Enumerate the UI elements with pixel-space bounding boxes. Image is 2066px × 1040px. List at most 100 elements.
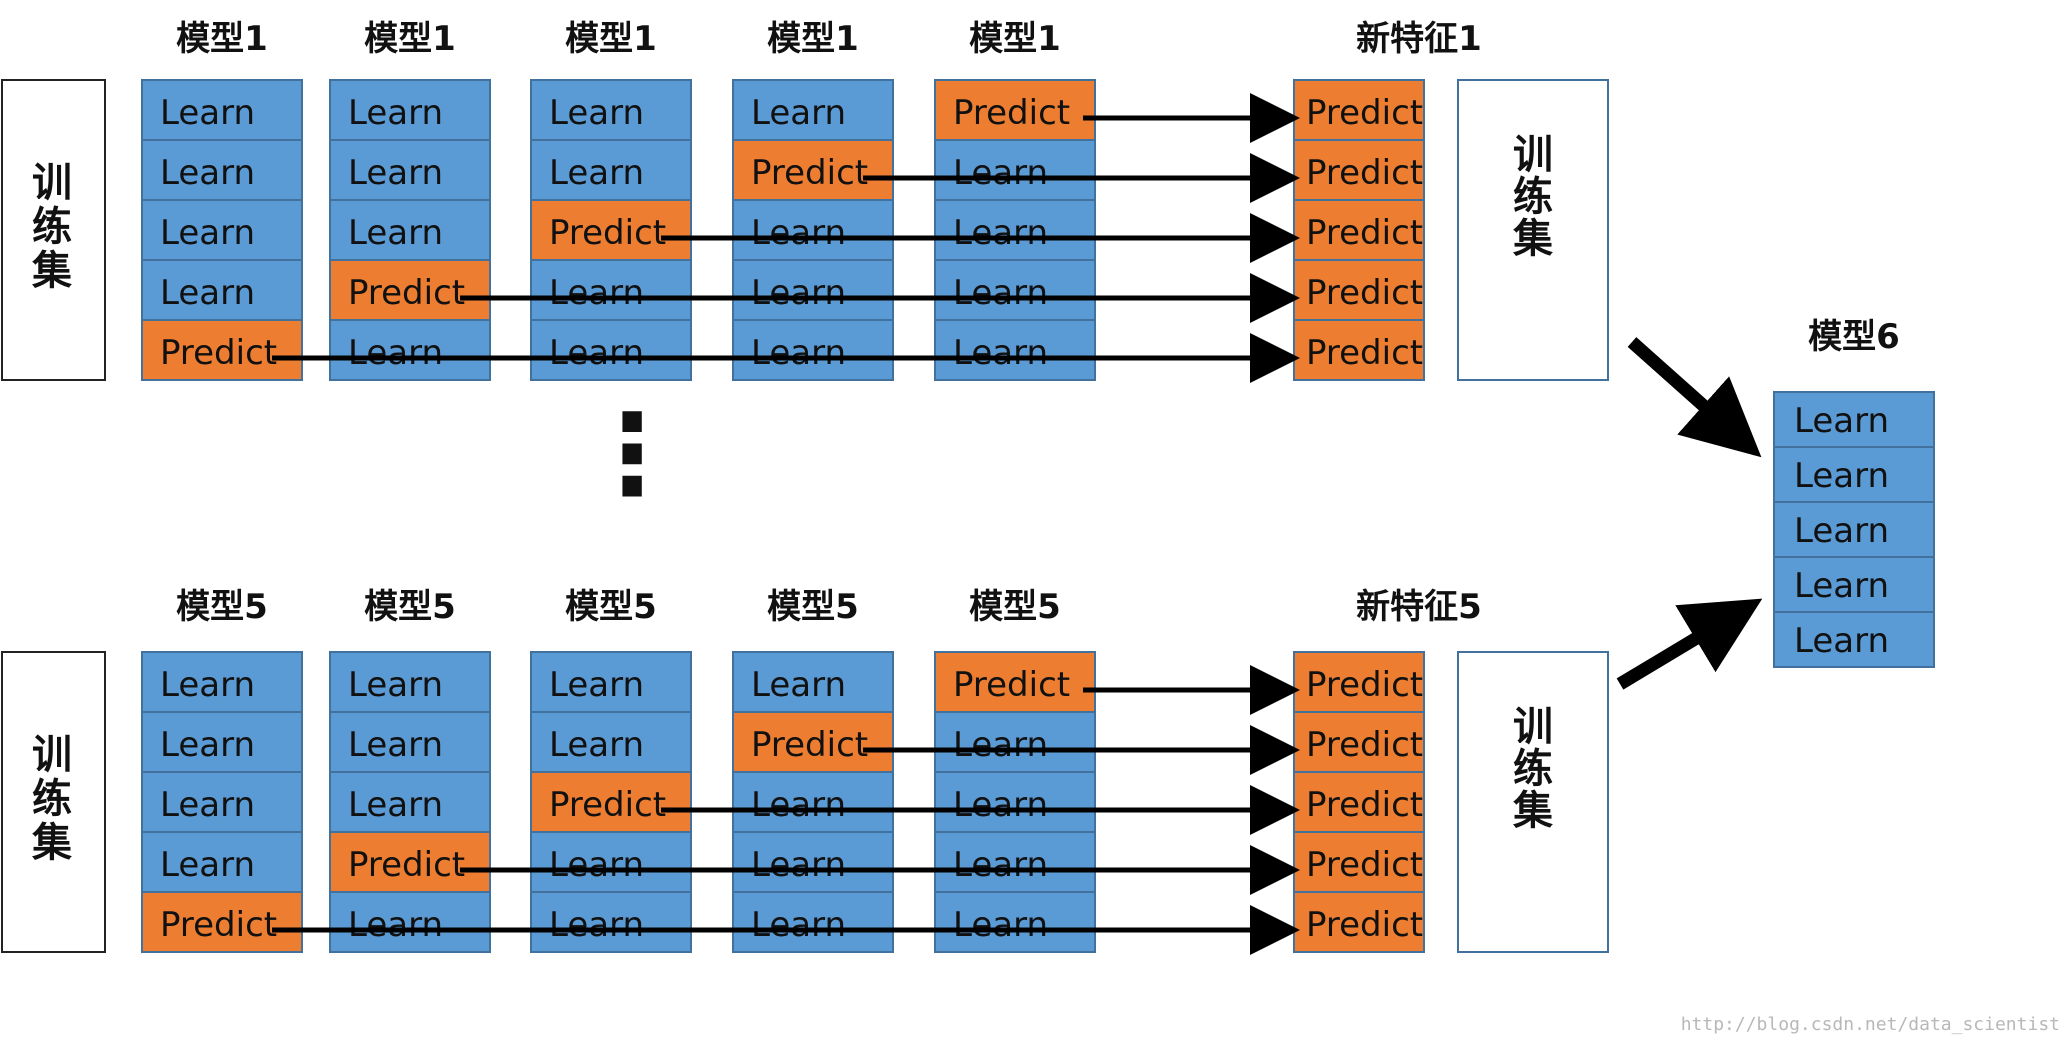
final-cell-label: Learn xyxy=(1794,456,1889,496)
arrow-block1-to-model6 xyxy=(1627,337,1762,458)
feature-cell-label: Predict xyxy=(1306,845,1423,885)
cell-label: Predict xyxy=(953,665,1070,705)
feature-training-set-label-char: 训 xyxy=(1513,704,1553,750)
model-header: 模型1 xyxy=(364,19,456,59)
cell-label: Predict xyxy=(549,785,666,825)
predict-cell xyxy=(732,711,894,773)
predict-cell xyxy=(530,199,692,261)
learn-cell xyxy=(732,319,894,381)
cell-label: Learn xyxy=(549,153,644,193)
feature-training-set-label-char: 练 xyxy=(1513,174,1553,220)
feature-cell-label: Predict xyxy=(1306,213,1423,253)
cell-label: Learn xyxy=(751,785,846,825)
feature-predict-cell xyxy=(1293,711,1425,773)
cell-label: Learn xyxy=(160,213,255,253)
feature-cell-label: Predict xyxy=(1306,333,1423,373)
predict-cell xyxy=(732,139,894,201)
learn-cell xyxy=(934,771,1096,833)
feature-cell-label: Predict xyxy=(1306,93,1423,133)
feature-cell-label: Predict xyxy=(1306,905,1423,945)
learn-cell xyxy=(1773,446,1935,503)
predict-cell xyxy=(329,259,491,321)
cell-label: Predict xyxy=(160,333,277,373)
cell-label: Predict xyxy=(348,845,465,885)
final-cell-label: Learn xyxy=(1794,401,1889,441)
cell-label: Predict xyxy=(160,905,277,945)
cell-label: Learn xyxy=(953,845,1048,885)
learn-cell xyxy=(329,711,491,773)
final-cell-label: Learn xyxy=(1794,621,1889,661)
cell-label: Learn xyxy=(549,273,644,313)
learn-cell xyxy=(732,259,894,321)
learn-cell xyxy=(141,199,303,261)
learn-cell xyxy=(530,831,692,893)
learn-cell xyxy=(1773,501,1935,558)
cell-label: Predict xyxy=(953,93,1070,133)
training-set-label-char: 练 xyxy=(32,204,72,250)
feature-cell-label: Predict xyxy=(1306,153,1423,193)
final-cell-label: Learn xyxy=(1794,511,1889,551)
model-header: 模型5 xyxy=(969,587,1061,627)
feature-cell-label: Predict xyxy=(1306,273,1423,313)
feature-training-set-label-char: 练 xyxy=(1513,746,1553,792)
learn-cell xyxy=(732,891,894,953)
learn-cell xyxy=(329,771,491,833)
learn-cell xyxy=(934,711,1096,773)
block-model-5: 训练集模型5LearnLearnLearnLearnPredict模型5Lear… xyxy=(1,587,1609,955)
cell-label: Learn xyxy=(751,93,846,133)
learn-cell xyxy=(329,319,491,381)
learn-cell xyxy=(141,651,303,713)
cell-label: Learn xyxy=(549,665,644,705)
cell-label: Learn xyxy=(549,845,644,885)
watermark: http://blog.csdn.net/data_scientist xyxy=(1681,1014,2060,1035)
predict-cell xyxy=(141,319,303,381)
learn-cell xyxy=(329,651,491,713)
learn-cell xyxy=(732,831,894,893)
learn-cell xyxy=(1773,391,1935,448)
learn-cell xyxy=(934,831,1096,893)
cell-label: Learn xyxy=(953,153,1048,193)
learn-cell xyxy=(329,891,491,953)
final-cell-label: Learn xyxy=(1794,566,1889,606)
cell-label: Learn xyxy=(953,213,1048,253)
predict-cell xyxy=(141,891,303,953)
cell-label: Learn xyxy=(160,665,255,705)
predict-cell xyxy=(329,831,491,893)
feature-predict-cell xyxy=(1293,199,1425,261)
model-header: 模型1 xyxy=(565,19,657,59)
cell-label: Learn xyxy=(953,273,1048,313)
cell-label: Learn xyxy=(549,93,644,133)
cell-label: Learn xyxy=(751,905,846,945)
learn-cell xyxy=(1773,611,1935,668)
model-header: 模型5 xyxy=(364,587,456,627)
feature-predict-cell xyxy=(1293,651,1425,713)
cell-label: Learn xyxy=(549,905,644,945)
training-set-label-char: 集 xyxy=(31,820,72,866)
model-header: 模型5 xyxy=(565,587,657,627)
learn-cell xyxy=(934,891,1096,953)
final-model-header: 模型6 xyxy=(1808,317,1900,357)
cell-label: Learn xyxy=(348,725,443,765)
cell-label: Learn xyxy=(348,333,443,373)
learn-cell xyxy=(530,891,692,953)
feature-training-set-box xyxy=(1457,79,1609,381)
cell-label: Learn xyxy=(953,333,1048,373)
training-set-box xyxy=(1,79,106,381)
cell-label: Learn xyxy=(348,153,443,193)
cell-label: Learn xyxy=(160,785,255,825)
feature-training-set-label-char: 集 xyxy=(1512,216,1553,262)
cell-label: Learn xyxy=(160,93,255,133)
predict-cell xyxy=(934,651,1096,713)
model-header: 模型5 xyxy=(176,587,268,627)
feature-cell-label: Predict xyxy=(1306,665,1423,705)
learn-cell xyxy=(141,79,303,141)
feature-training-set-label-char: 训 xyxy=(1513,132,1553,178)
cell-label: Learn xyxy=(348,785,443,825)
learn-cell xyxy=(141,711,303,773)
learn-cell xyxy=(530,79,692,141)
learn-cell xyxy=(530,319,692,381)
feature-training-set-label-char: 集 xyxy=(1512,788,1553,834)
learn-cell xyxy=(934,319,1096,381)
